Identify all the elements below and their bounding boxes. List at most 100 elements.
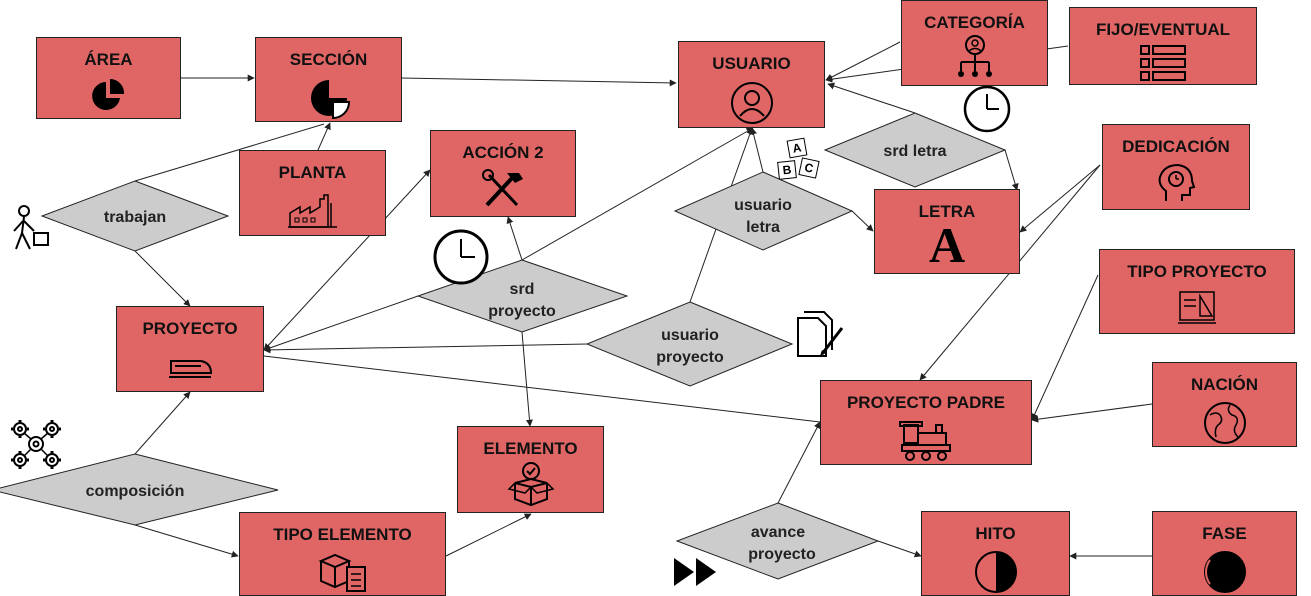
- block-a: A: [786, 137, 808, 159]
- relation-label: usuario: [661, 327, 719, 344]
- entity-title: DEDICACIÓN: [1122, 137, 1230, 156]
- hierarchy-icon: [957, 35, 992, 77]
- edge-srdletra-usuario: [827, 82, 916, 114]
- box-check-icon: [507, 462, 554, 507]
- entity-fase[interactable]: FASE: [1152, 511, 1297, 596]
- entity-nacion[interactable]: NACIÓN: [1152, 362, 1297, 447]
- entity-title: ELEMENTO: [483, 439, 578, 458]
- entity-planta[interactable]: PLANTA: [239, 150, 386, 236]
- entity-title: HITO: [975, 524, 1016, 543]
- entity-tipo-proyecto[interactable]: TIPO PROYECTO: [1099, 249, 1295, 334]
- edge-avance-hito: [877, 540, 922, 558]
- edge-tipoelemento-elemento: [445, 513, 532, 557]
- edge-padre-proyecto: [263, 355, 821, 423]
- entity-elemento[interactable]: ELEMENTO: [457, 426, 604, 513]
- relation-label: proyecto: [748, 546, 816, 563]
- entity-title: PROYECTO PADRE: [846, 393, 1006, 412]
- edge-srdproyecto-elemento: [521, 331, 533, 427]
- relation-usuario-letra: usuario letra: [673, 171, 854, 251]
- entity-title: CATEGORÍA: [924, 13, 1025, 32]
- entity-usuario[interactable]: USUARIO: [678, 41, 825, 128]
- user-circle-icon: [730, 82, 773, 124]
- pie-segment-icon: [310, 80, 350, 120]
- entity-title: TIPO ELEMENTO: [273, 525, 412, 544]
- entity-area[interactable]: ÁREA: [36, 37, 181, 119]
- relation-label: proyecto: [656, 349, 724, 366]
- box-list-icon: [317, 553, 366, 592]
- full-moon-icon: [1203, 551, 1246, 593]
- relation-srd-letra: srd letra: [823, 112, 1007, 188]
- edge-usuarioletra-letra: [851, 210, 874, 232]
- edge-seccion-usuario: [401, 77, 677, 87]
- globe-icon: [1203, 402, 1246, 444]
- entity-title: LETRA: [918, 202, 976, 221]
- entity-proyecto-padre[interactable]: PROYECTO PADRE: [820, 380, 1032, 465]
- relation-avance-proyecto: avance proyecto: [675, 502, 880, 580]
- fast-forward-icon: [674, 558, 716, 586]
- entity-title: ACCIÓN 2: [462, 143, 544, 162]
- edge-accion-proyecto: [263, 169, 431, 351]
- documents-pen-icon: [797, 311, 844, 357]
- edge-srdproyecto-accion: [506, 216, 523, 261]
- entity-accion-2[interactable]: ACCIÓN 2: [430, 130, 576, 217]
- entity-categoria[interactable]: CATEGORÍA: [901, 0, 1048, 86]
- head-clock-icon: [1158, 163, 1196, 201]
- edge-planta-seccion: [317, 122, 331, 151]
- train-icon: [169, 360, 213, 378]
- relation-label: trabajan: [104, 209, 166, 226]
- edge-avance-padre: [777, 421, 821, 504]
- entity-title: NACIÓN: [1190, 375, 1259, 394]
- entity-dedicacion[interactable]: DEDICACIÓN: [1102, 124, 1250, 210]
- edge-tipoproyecto-padre: [1031, 274, 1099, 421]
- relation-label: srd: [510, 281, 535, 298]
- entity-title: FASE: [1202, 524, 1247, 543]
- entity-fijo-eventual[interactable]: FIJO/EVENTUAL: [1069, 7, 1257, 85]
- relation-label: letra: [746, 219, 780, 236]
- list-icon: [1140, 45, 1186, 81]
- relation-composicion: composición: [0, 453, 279, 526]
- entity-seccion[interactable]: SECCIÓN: [255, 37, 402, 122]
- edge-trabajan-proyecto: [134, 250, 191, 307]
- entity-letra[interactable]: LETRA A: [874, 189, 1020, 274]
- entity-proyecto[interactable]: PROYECTO: [116, 306, 264, 392]
- edge-usuarioproyecto-proyecto: [263, 343, 588, 354]
- edge-srdproyecto-proyecto: [263, 295, 419, 352]
- gears-icon: [11, 420, 61, 469]
- edge-srdproyecto-usuario: [521, 127, 754, 261]
- edge-categoria-usuario: [825, 41, 901, 81]
- relation-label: proyecto: [488, 303, 556, 320]
- entity-title: SECCIÓN: [289, 50, 368, 69]
- locomotive-icon: [899, 421, 951, 461]
- edge-usuarioletra-usuario: [750, 127, 764, 173]
- relation-label: usuario: [734, 197, 792, 214]
- edge-nacion-padre: [1031, 403, 1153, 423]
- block-b: B: [777, 160, 797, 180]
- pie-chart-icon: [91, 78, 124, 110]
- edge-dedicacion-letra: [1019, 164, 1101, 233]
- edge-trabajan-seccion: [134, 123, 325, 182]
- edge-composicion-proyecto: [134, 391, 191, 455]
- letter-a-icon: A: [928, 217, 966, 273]
- entity-title: USUARIO: [712, 54, 791, 73]
- clock-icon: [963, 85, 1011, 133]
- relation-label: avance: [751, 524, 805, 541]
- clock-icon: [433, 229, 489, 285]
- tools-icon: [482, 169, 523, 207]
- relation-trabajan: trabajan: [40, 180, 230, 252]
- relation-label: srd letra: [883, 143, 946, 160]
- relation-usuario-proyecto: usuario proyecto: [585, 301, 794, 387]
- person-walking-icon: [13, 205, 49, 250]
- entity-title: FIJO/EVENTUAL: [1095, 20, 1231, 39]
- edge-srdletra-letra: [1004, 149, 1019, 191]
- entity-title: PROYECTO: [142, 319, 238, 338]
- block-c: C: [798, 157, 820, 179]
- entity-tipo-elemento[interactable]: TIPO ELEMENTO: [239, 512, 446, 596]
- entity-hito[interactable]: HITO: [921, 511, 1070, 596]
- factory-icon: [287, 194, 337, 228]
- blueprint-icon: [1178, 291, 1216, 324]
- entity-title: ÁREA: [84, 50, 133, 69]
- abc-blocks-icon: A B C: [776, 137, 824, 185]
- relation-label: composición: [86, 483, 185, 500]
